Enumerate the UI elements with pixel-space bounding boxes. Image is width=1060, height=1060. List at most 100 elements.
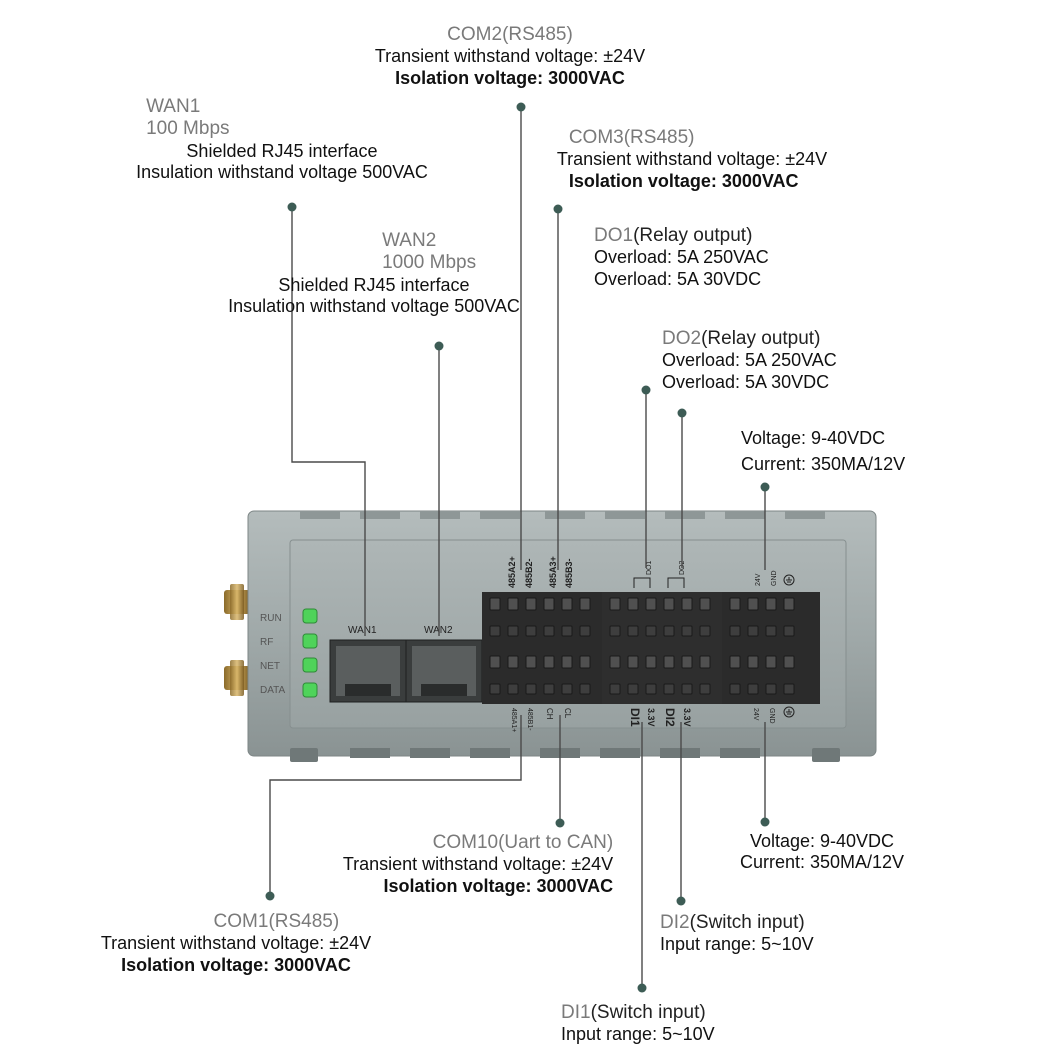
term-label-485a1: 485A1+: [510, 708, 517, 732]
terminal-opening: [507, 683, 519, 695]
terminal-screws: [489, 597, 795, 695]
callout-power-top: Voltage: 9-40VDC Current: 350MA/12V: [741, 425, 905, 477]
ground-symbol-top: [783, 574, 795, 586]
terminal-opening: [699, 655, 711, 669]
terminal-opening: [561, 597, 573, 611]
terminal-opening: [561, 625, 573, 637]
terminal-opening: [783, 683, 795, 695]
term-label-485b2: 485B2-: [524, 558, 534, 588]
callout-do1: DO1(Relay output) Overload: 5A 250VAC Ov…: [594, 225, 769, 290]
status-leds: [302, 608, 318, 698]
callout-com1-sub: (RS485): [268, 911, 340, 932]
callout-do1-sub: (Relay output): [633, 225, 753, 246]
term-label-33v-1: 3.3V: [646, 708, 656, 727]
callout-di2-sub: (Switch input): [689, 912, 805, 933]
terminal-opening: [645, 655, 657, 669]
top-fins: [300, 511, 825, 519]
terminal-opening: [783, 597, 795, 611]
callout-wan1-speed: 100 Mbps: [146, 118, 230, 140]
terminal-opening: [609, 597, 621, 611]
terminal-opening: [699, 597, 711, 611]
callout-power-top-line2: Current: 350MA/12V: [741, 454, 906, 475]
callout-power-bottom-line2: Current: 350MA/12V: [739, 852, 905, 873]
callout-wan2-title: WAN2: [382, 230, 437, 251]
dot-do2: [677, 408, 687, 418]
dot-di2: [676, 896, 686, 906]
terminal-opening: [507, 625, 519, 637]
dot-com10: [555, 818, 565, 828]
terminal-opening: [765, 625, 777, 637]
terminal-opening: [507, 597, 519, 611]
terminal-opening: [747, 683, 759, 695]
terminal-opening: [681, 655, 693, 669]
terminal-opening: [489, 655, 501, 669]
callout-do1-line2: Overload: 5A 30VDC: [594, 268, 762, 289]
term-label-di2: DI2: [663, 708, 677, 727]
callout-com10-line2: Isolation voltage: 3000VAC: [383, 875, 614, 896]
led-label-net: NET: [260, 661, 280, 672]
callout-power-bottom-line1: Voltage: 9-40VDC: [749, 831, 895, 851]
terminal-opening: [609, 683, 621, 695]
term-label-485b1: 485B1-: [526, 708, 533, 731]
terminal-opening: [525, 655, 537, 669]
terminal-opening: [543, 625, 555, 637]
callout-di2-title: DI2: [660, 912, 690, 933]
term-label-33v-2: 3.3V: [682, 708, 692, 727]
terminal-opening: [609, 655, 621, 669]
term-label-cl: CL: [563, 708, 572, 719]
callout-do2-line1: Overload: 5A 250VAC: [662, 350, 837, 371]
callout-di2-line1: Input range: 5~10V: [660, 934, 814, 955]
callout-com3-line2: Isolation voltage: 3000VAC: [568, 170, 799, 191]
callout-wan2: WAN2 1000 Mbps Shielded RJ45 interface I…: [228, 230, 520, 317]
callout-com2: COM2(RS485) Transient withstand voltage:…: [375, 24, 645, 89]
callout-do2-title: DO2: [662, 328, 702, 349]
terminal-opening: [525, 683, 537, 695]
terminal-opening: [543, 683, 555, 695]
callout-com3-title: COM3: [568, 127, 624, 148]
led-label-rf: RF: [260, 637, 273, 648]
antenna-connector-bottom: [224, 660, 250, 696]
terminal-opening: [645, 597, 657, 611]
term-label-gnd-top: GND: [771, 570, 778, 586]
callout-wan1: WAN1 100 Mbps Shielded RJ45 interface In…: [136, 96, 428, 183]
terminal-opening: [645, 683, 657, 695]
dot-do1: [641, 385, 651, 395]
callout-do2-sub: (Relay output): [701, 328, 821, 349]
terminal-opening: [579, 683, 591, 695]
callout-com2-title: COM2: [447, 24, 503, 45]
term-label-ch: CH: [545, 708, 554, 720]
rj45-port-wan2: [405, 639, 483, 703]
term-label-485a2: 485A2+: [507, 556, 517, 588]
terminal-opening: [663, 625, 675, 637]
antenna-connector-top: [224, 584, 250, 620]
terminal-opening: [765, 655, 777, 669]
terminal-opening: [663, 655, 675, 669]
terminal-opening: [627, 597, 639, 611]
term-label-485b3: 485B3-: [564, 558, 574, 588]
dot-wan2: [434, 341, 444, 351]
callout-com10-title: COM10: [432, 832, 499, 853]
terminal-opening: [729, 683, 741, 695]
terminal-opening: [765, 683, 777, 695]
callout-com1: COM1(RS485) Transient withstand voltage:…: [101, 911, 371, 976]
callout-di2: DI2(Switch input) Input range: 5~10V: [660, 912, 814, 956]
terminal-opening: [525, 597, 537, 611]
dot-com1: [265, 891, 275, 901]
callout-do2: DO2(Relay output) Overload: 5A 250VAC Ov…: [662, 328, 837, 393]
led-run: [302, 608, 318, 624]
terminal-opening: [561, 683, 573, 695]
terminal-opening: [783, 655, 795, 669]
terminal-opening: [525, 625, 537, 637]
callout-do1-title: DO1: [594, 225, 634, 246]
callout-com2-sub: (RS485): [502, 24, 573, 45]
callout-di1-title: DI1: [561, 1002, 591, 1023]
port-label-wan1: WAN1: [348, 625, 377, 636]
relay-symbol-do1: [633, 577, 651, 588]
terminal-opening: [609, 625, 621, 637]
terminal-opening: [747, 597, 759, 611]
dot-power-bottom: [760, 817, 770, 827]
leader-wan1: [291, 207, 366, 636]
terminal-opening: [765, 597, 777, 611]
callout-com2-line1: Transient withstand voltage: ±24V: [374, 46, 646, 67]
